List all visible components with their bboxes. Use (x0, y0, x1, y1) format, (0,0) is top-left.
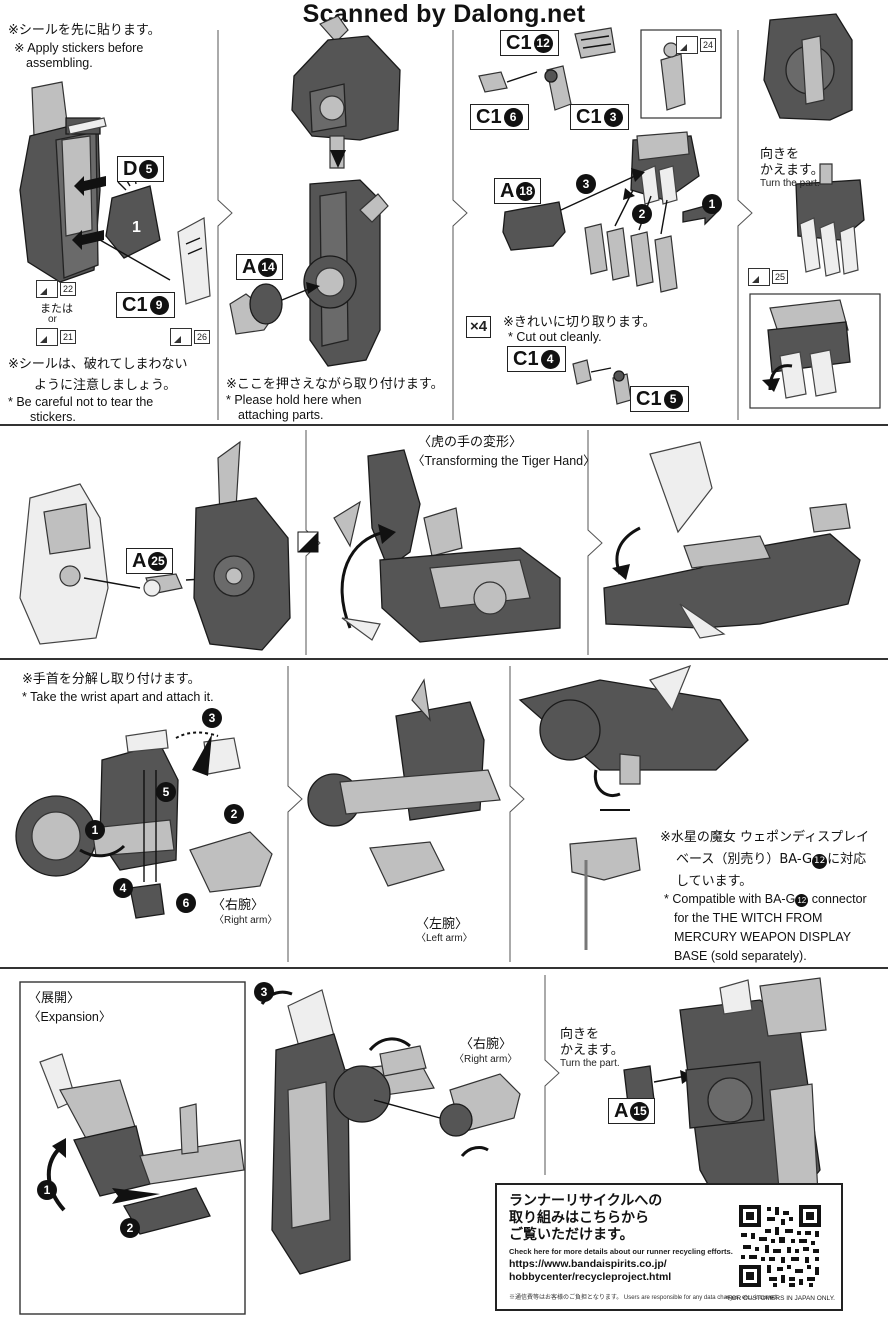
careful-jp-2: ように注意しましょう。 (34, 378, 177, 393)
wrist-step-6: 6 (176, 893, 196, 913)
left-arm-jp: 〈左腕〉 (416, 917, 469, 932)
wrist-note-en: * Take the wrist apart and attach it. (22, 690, 214, 704)
turn-note-jp-2: かえます。 (760, 163, 824, 178)
sticker-note-en-1: ※ Apply stickers before (14, 41, 144, 55)
sticker-num-26: 26 (194, 330, 211, 344)
arm-attach-illustration (229, 15, 401, 367)
sticker-num-22: 22 (60, 282, 77, 296)
row-divider-2 (0, 658, 888, 660)
wrist-attach-illustration (15, 664, 749, 950)
compat-en-2: for the THE WITCH FROM (674, 911, 823, 925)
right-arm-2-jp: 〈右腕〉 (460, 1037, 513, 1052)
compat-jp-3: しています。 (676, 874, 753, 889)
sticker-note-jp: ※シールを先に貼ります。 (8, 23, 161, 38)
sticker-num-21: 21 (60, 330, 77, 344)
svg-text:1: 1 (132, 219, 141, 236)
careful-en-1: * Be careful not to tear the (8, 395, 154, 409)
hand-turn-illustration (749, 13, 881, 409)
wrist-step-1: 1 (85, 820, 105, 840)
tiger-title-en: 〈Transforming the Tiger Hand〉 (412, 454, 596, 468)
tiger-hand-illustration (19, 440, 861, 651)
cut-note-en: * Cut out cleanly. (508, 330, 602, 344)
recycle-info-box: ランナーリサイクルへの 取り組みはこちらから ご覧いただけます。 Check h… (495, 1183, 843, 1311)
expansion-step-1: 1 (37, 1180, 57, 1200)
step-1-marker: 1 (702, 194, 722, 214)
wrist-step-4: 4 (113, 878, 133, 898)
tiger-title-jp: 〈虎の手の変形〉 (418, 435, 523, 450)
sticker-icon-21 (36, 328, 58, 346)
compat-en-4: BASE (sold separately). (674, 949, 807, 963)
hold-note-en-1: * Please hold here when (226, 393, 362, 407)
quantity-x4: ×4 (466, 316, 492, 338)
wrist-step-2: 2 (224, 804, 244, 824)
watermark: Scanned by Dalong.net (302, 0, 586, 28)
recycle-jp: ランナーリサイクルへの 取り組みはこちらから ご覧いただけます。 (509, 1193, 663, 1243)
sticker-icon-25 (748, 268, 770, 286)
recycle-fine-print: ※通信費等はお客様のご負担となります。 Users are responsibl… (509, 1295, 779, 1301)
careful-en-2: stickers. (30, 410, 76, 424)
sticker-icon-24 (676, 36, 698, 54)
row-divider-1 (0, 424, 888, 426)
turn2-en: Turn the part. (560, 1058, 620, 1069)
sticker-icon-22 (36, 280, 58, 298)
expansion-illustration (39, 977, 827, 1275)
japan-only-note: *FOR CUSTOMERS IN JAPAN ONLY. (724, 1295, 835, 1302)
turn2-jp-2: かえます。 (560, 1043, 624, 1058)
compat-jp-1: ※水星の魔女 ウェポンディスプレイ (660, 830, 870, 845)
expansion-step-2: 2 (120, 1218, 140, 1238)
arm-sticker-illustration: 1 (19, 81, 211, 305)
recycle-url[interactable]: https://www.bandaispirits.co.jp/ hobbyce… (509, 1258, 672, 1283)
hold-note-jp: ※ここを押さえながら取り付けます。 (226, 377, 444, 392)
or-en: or (48, 314, 57, 325)
careful-jp-1: ※シールは、破れてしまわない (8, 357, 188, 372)
step-2-marker: 2 (632, 204, 652, 224)
left-arm-en: 〈Left arm〉 (416, 933, 473, 944)
compat-en-3: MERCURY WEAPON DISPLAY (674, 930, 852, 944)
turn-note-en: Turn the part. (760, 178, 820, 189)
step-3-marker: 3 (576, 174, 596, 194)
wrist-step-5: 5 (156, 782, 176, 802)
qr-code-icon (737, 1203, 823, 1289)
or-jp: または (40, 302, 73, 315)
expansion-en: 〈Expansion〉 (28, 1010, 112, 1024)
row-divider-3 (0, 967, 888, 969)
right-arm-jp: 〈右腕〉 (212, 898, 265, 913)
sticker-note-en-2: assembling. (26, 56, 93, 70)
cut-note-jp: ※きれいに切り取ります。 (503, 315, 656, 330)
sticker-num-25: 25 (772, 270, 789, 284)
turn2-jp-1: 向きを (560, 1027, 600, 1042)
hand-assembly-illustration (478, 27, 722, 405)
expansion-jp: 〈展開〉 (28, 991, 81, 1006)
right-arm-en: 〈Right arm〉 (214, 915, 278, 926)
turn-note-jp-1: 向きを (760, 147, 800, 162)
recycle-en: Check here for more details about our ru… (509, 1247, 733, 1256)
right-arm-2-en: 〈Right arm〉 (454, 1054, 518, 1065)
wrist-note-jp: ※手首を分解し取り付けます。 (22, 672, 201, 687)
expansion-step-3: 3 (254, 982, 274, 1002)
sticker-num-24: 24 (700, 38, 717, 52)
wrist-step-3: 3 (202, 708, 222, 728)
sticker-icon-26 (170, 328, 192, 346)
hold-note-en-2: attaching parts. (238, 408, 324, 422)
